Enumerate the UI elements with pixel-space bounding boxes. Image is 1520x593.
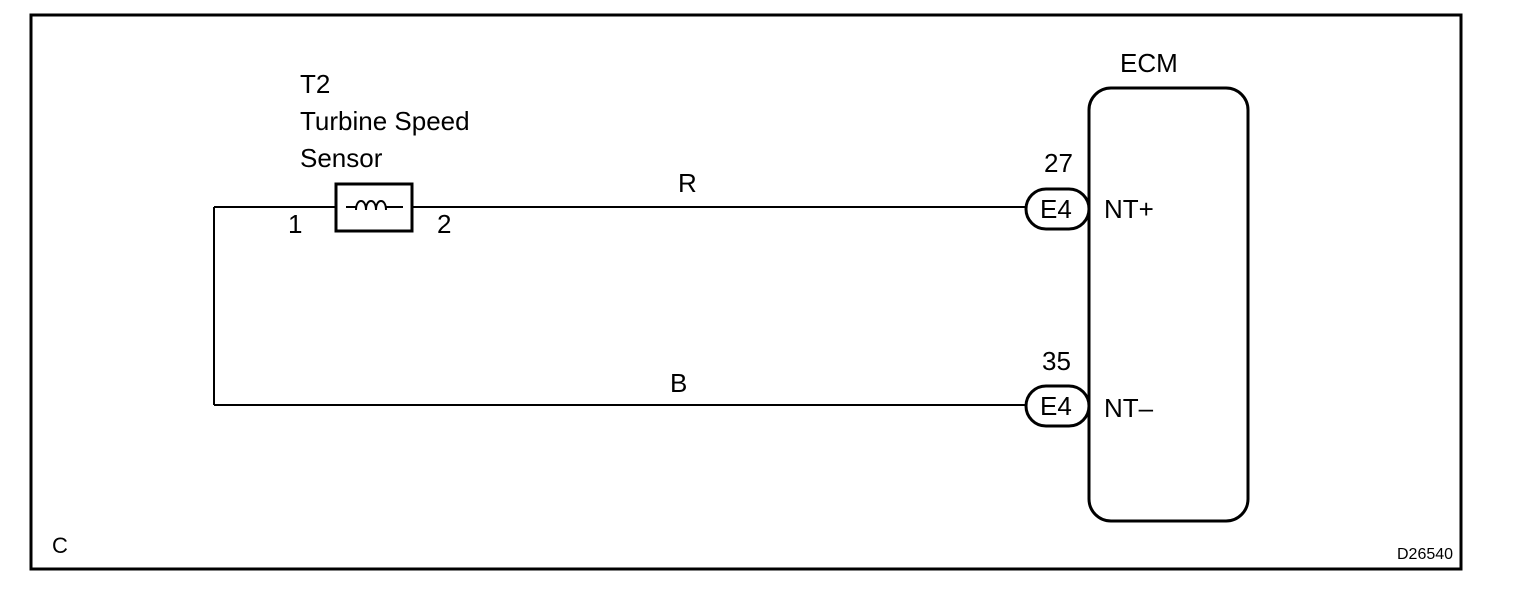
ecm-body <box>1087 86 1250 523</box>
sensor-pin-2: 2 <box>437 209 451 239</box>
terminal-pin-35: 35 <box>1042 346 1071 376</box>
connector-e4-lower-label: E4 <box>1040 391 1072 421</box>
wire-r-color: R <box>678 168 697 198</box>
ecm-title: ECM <box>1120 48 1178 78</box>
wire-b-color: B <box>670 368 687 398</box>
diagram-frame <box>29 13 1463 571</box>
signal-nt-plus: NT+ <box>1104 194 1154 224</box>
coil-icon <box>346 200 403 211</box>
figure-id: D26540 <box>1397 546 1453 563</box>
corner-code: C <box>52 533 68 558</box>
connector-e4-upper <box>1024 187 1091 231</box>
signal-nt-minus: NT– <box>1104 393 1154 423</box>
connector-e4-upper-label: E4 <box>1040 194 1072 224</box>
sensor-pin-1: 1 <box>288 209 302 239</box>
terminal-pin-27: 27 <box>1044 148 1073 178</box>
connector-e4-lower <box>1024 384 1091 428</box>
sensor-code: T2 <box>300 69 330 99</box>
sensor-name-line1: Turbine Speed <box>300 106 470 136</box>
sensor-name-line2: Sensor <box>300 143 383 173</box>
